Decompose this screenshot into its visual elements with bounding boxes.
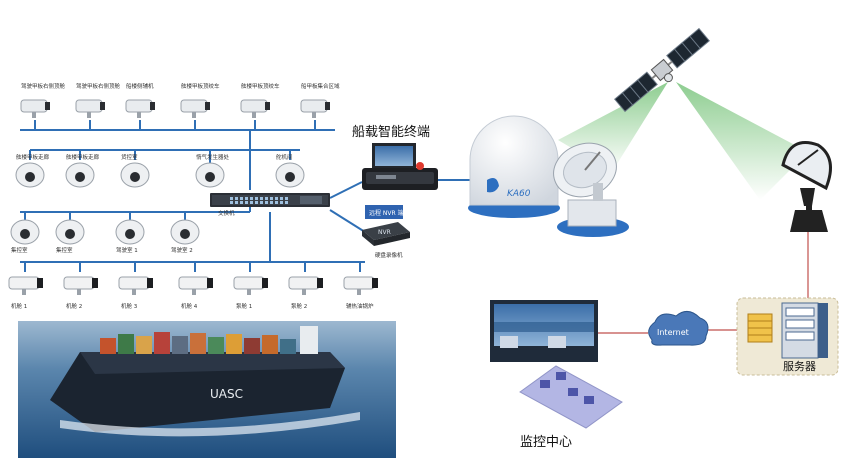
camera-label: 机舱 4 [181, 302, 198, 310]
backhaul-links [598, 232, 809, 334]
camera-row3-3: 驾驶室 1 [115, 219, 145, 254]
container-ship-image: UASC [18, 321, 396, 458]
ground-station-dish-icon [781, 141, 832, 232]
camera-label: 舷楼甲板顶绞车 [241, 82, 280, 90]
camera-label: 船甲板集合区域 [301, 82, 340, 90]
nvr-brand: NVR [378, 229, 391, 236]
camera-row4-1: 机舱 1 [8, 276, 43, 310]
camera-row2-5: 舵机间 [275, 153, 305, 188]
camera-row4-2: 机舱 2 [63, 276, 98, 310]
monitoring-center-icon [490, 300, 623, 429]
internet-cloud-icon [648, 311, 709, 346]
camera-row1-3: 船楼侧辅机 [125, 82, 155, 118]
camera-label: 舷楼甲板走廊 [16, 153, 50, 161]
camera-row-2: 舷楼甲板走廊 舷楼甲板走廊 货控室 惰气发生器处 舵机间 [15, 153, 305, 188]
camera-label: 集控室 [11, 246, 28, 254]
switch-label: 交换机 [218, 209, 235, 217]
camera-label: 泵舱 2 [291, 302, 307, 310]
camera-label: 船楼侧辅机 [126, 82, 154, 90]
nvr-badge: 远程 NVR 端 [369, 209, 404, 217]
camera-row1-1: 驾驶甲板右侧顶舱 [20, 82, 66, 118]
camera-row3-1: 集控室 [10, 219, 40, 254]
camera-label: 机舱 2 [66, 302, 82, 310]
camera-row4-7: 辅热油锅炉 [343, 276, 378, 310]
camera-label: 机舱 1 [11, 302, 27, 310]
camera-label: 驾驶甲板右侧顶舱 [76, 82, 121, 90]
shipborne-terminal-icon [362, 143, 438, 190]
camera-row2-2: 舷楼甲板走廊 [65, 153, 100, 188]
camera-row-1: 驾驶甲板右侧顶舱驾驶甲板右侧顶舱船楼侧辅机舷楼甲板顶绞车舷楼甲板顶绞车船甲板集合… [20, 82, 340, 118]
camera-row1-2: 驾驶甲板右侧顶舱 [75, 82, 121, 118]
camera-label: 泵舱 1 [236, 302, 252, 310]
terminal-label: 船载智能终端 [352, 124, 430, 140]
network-switch [210, 193, 330, 207]
dome-brand: KA60 [507, 189, 531, 199]
internet-label: Internet [657, 328, 689, 337]
camera-row2-3: 货控室 [120, 153, 150, 188]
camera-label: 驾驶室 1 [116, 246, 138, 254]
nvr-icon: 远程 NVR 端 NVR [362, 205, 410, 246]
nvr-label: 硬盘录像机 [375, 251, 403, 259]
camera-row3-2: 集控室 [55, 219, 85, 254]
dome-antenna-icon: KA60 [468, 115, 560, 218]
camera-row-4: 机舱 1 机舱 2 机舱 3 机舱 4 泵舱 1 泵舱 2 辅热油锅炉 [8, 276, 378, 310]
camera-network-lines [20, 120, 472, 272]
camera-row2-4: 惰气发生器处 [195, 153, 230, 188]
camera-row1-4: 舷楼甲板顶绞车 [180, 82, 220, 118]
parabolic-antenna-icon [553, 142, 629, 237]
camera-label: 舵机间 [276, 153, 293, 161]
monitor-label: 监控中心 [520, 435, 572, 450]
server-label: 服务器 [783, 360, 816, 373]
camera-label: 辅热油锅炉 [346, 302, 374, 310]
camera-label: 货控室 [121, 153, 138, 161]
server-box [736, 297, 839, 376]
camera-label: 驾驶室 2 [171, 246, 193, 254]
satellite-icon [614, 27, 710, 113]
camera-label: 舷楼甲板走廊 [66, 153, 100, 161]
camera-row4-4: 机舱 4 [178, 276, 213, 310]
camera-row1-5: 舷楼甲板顶绞车 [240, 82, 280, 118]
camera-label: 驾驶甲板右侧顶舱 [21, 82, 66, 90]
camera-row-3: 集控室 集控室 驾驶室 1 驾驶室 2 [10, 219, 200, 254]
camera-label: 惰气发生器处 [196, 153, 230, 161]
camera-row2-1: 舷楼甲板走廊 [15, 153, 50, 188]
camera-label: 舷楼甲板顶绞车 [181, 82, 220, 90]
camera-label: 机舱 3 [121, 302, 138, 310]
camera-row4-6: 泵舱 2 [288, 276, 323, 310]
camera-row4-5: 泵舱 1 [233, 276, 268, 310]
camera-label: 集控室 [56, 246, 73, 254]
camera-row4-3: 机舱 3 [118, 276, 153, 310]
ship-hull-text: UASC [210, 387, 243, 401]
camera-row1-6: 船甲板集合区域 [300, 82, 340, 118]
camera-row3-4: 驾驶室 2 [170, 219, 200, 254]
